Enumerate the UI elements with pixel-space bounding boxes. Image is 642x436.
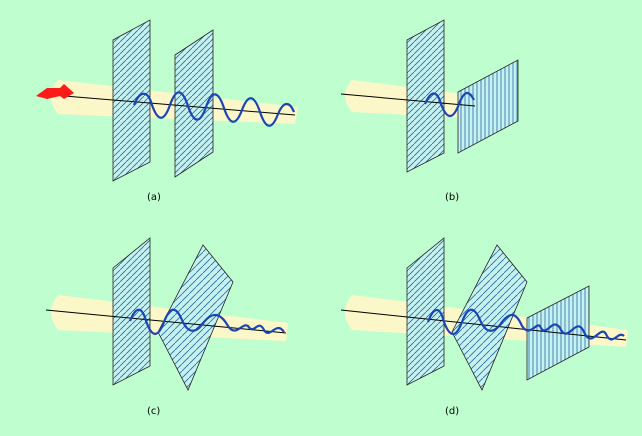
polarizer-1 [112,237,151,386]
panel-d: (d) [340,237,628,417]
polarizer-2 [174,29,214,178]
panel-b: (b) [340,19,519,203]
panel-label: (d) [445,406,459,417]
wave [132,91,296,127]
panel-a: (a) [36,19,298,203]
polarizer-1 [112,19,151,182]
propagation-axis [45,309,287,334]
propagation-axis [39,93,296,116]
propagation-axis [340,93,476,107]
polarizer-2 [157,244,234,391]
polarizer-1 [406,19,445,173]
wave [128,308,285,335]
panel-label: (c) [147,406,160,417]
panel-label: (a) [147,192,161,203]
polarizer-2 [451,244,528,391]
panel-label: (b) [445,192,459,203]
wave [423,91,475,118]
panel-c: (c) [45,237,288,417]
arrow-icon [36,84,74,99]
polarizer-1 [406,237,445,386]
wave [426,308,625,341]
polarizer-2 [457,59,519,154]
